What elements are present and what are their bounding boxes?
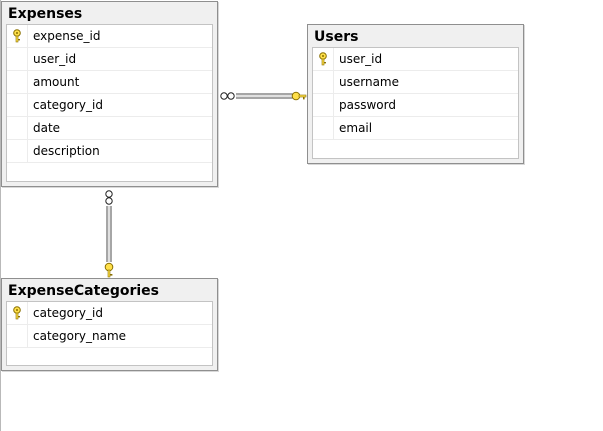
column-name: category_name [33,329,127,343]
table-expenses[interactable]: Expenses expense_id user_id amount categ… [1,1,218,187]
key-icon [319,52,327,66]
relationship-expenses-categories[interactable] [104,190,114,278]
key-cell [313,117,334,139]
key-cell [7,117,28,139]
infinity-icon [105,190,113,205]
column-row[interactable]: category_id [7,94,212,117]
column-row[interactable]: user_id [7,48,212,71]
key-cell [313,48,334,70]
column-name: password [339,98,396,112]
column-row[interactable]: password [313,94,518,117]
column-row[interactable]: amount [7,71,212,94]
column-list: category_id category_name [6,301,213,366]
key-icon [13,306,21,320]
column-row[interactable]: email [313,117,518,140]
table-title[interactable]: Expenses [8,6,83,22]
column-name: description [33,144,100,158]
column-name: category_id [33,306,103,320]
column-name: amount [33,75,80,89]
key-cell [313,71,334,93]
key-icon [291,91,307,101]
key-cell [7,71,28,93]
column-name: expense_id [33,29,101,43]
column-row[interactable]: description [7,140,212,163]
key-icon [104,262,114,278]
column-list: expense_id user_id amount category_id da… [6,24,213,182]
column-name: user_id [33,52,77,66]
table-users[interactable]: Users user_id username password email [307,24,524,164]
column-row[interactable]: category_id [7,302,212,325]
column-row[interactable]: user_id [313,48,518,71]
column-row[interactable]: date [7,117,212,140]
column-name: user_id [339,52,383,66]
table-title[interactable]: Users [314,29,359,45]
column-row[interactable]: category_name [7,325,212,348]
key-cell [313,94,334,116]
key-cell [7,48,28,70]
canvas-left-edge [0,0,1,431]
key-icon [13,29,21,43]
key-cell [7,140,28,162]
column-list: user_id username password email [312,47,519,159]
key-cell [7,325,28,347]
column-name: username [339,75,399,89]
column-name: category_id [33,98,103,112]
column-name: email [339,121,373,135]
key-cell [7,25,28,47]
table-title[interactable]: ExpenseCategories [8,283,159,299]
column-row[interactable]: expense_id [7,25,212,48]
infinity-icon [220,92,235,100]
column-row[interactable]: username [313,71,518,94]
column-name: date [33,121,61,135]
key-cell [7,302,28,324]
table-expense-categories[interactable]: ExpenseCategories category_id category_n… [1,278,218,371]
key-cell [7,94,28,116]
relationship-expenses-users[interactable] [220,91,307,101]
